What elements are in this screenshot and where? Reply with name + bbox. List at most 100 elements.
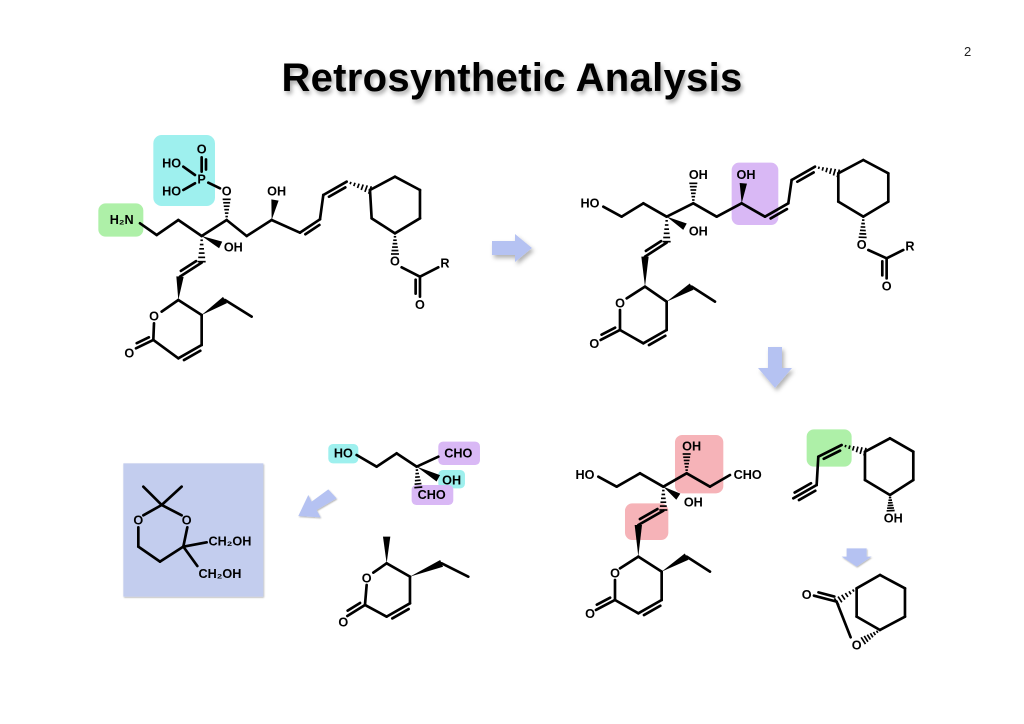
hash-bond — [863, 635, 869, 643]
atom-label: O — [857, 238, 867, 252]
phosphate-highlight — [153, 134, 215, 206]
hash-bond — [828, 168, 833, 175]
single-bond — [151, 321, 156, 342]
double-bond — [176, 343, 203, 360]
atom-label: O — [390, 255, 400, 269]
single-bond — [160, 485, 183, 507]
atom-label: HO — [334, 446, 353, 460]
wedge-bond — [663, 486, 681, 500]
single-bond — [371, 561, 388, 574]
single-bond — [861, 158, 890, 175]
atom-label: CH₂OH — [209, 535, 252, 549]
single-bond — [618, 555, 640, 570]
bond-line — [135, 335, 151, 345]
double-bond — [321, 180, 348, 197]
wedge-bond — [666, 283, 694, 302]
bond-line — [304, 223, 321, 236]
single-bond — [866, 248, 888, 260]
single-bond — [370, 216, 397, 235]
wedge-bond — [201, 235, 223, 249]
single-bond — [363, 583, 368, 607]
single-bond — [690, 285, 717, 303]
single-bond — [661, 471, 688, 488]
wedge-bond — [634, 524, 642, 557]
hash-bond — [414, 486, 423, 489]
bond-line — [642, 604, 662, 617]
bond-line — [595, 596, 612, 606]
double-bond — [816, 443, 843, 458]
atom-label: HO — [162, 185, 181, 199]
atom-label: O — [882, 280, 892, 294]
bond-line — [795, 171, 815, 184]
single-bond — [665, 201, 695, 218]
bonds — [599, 158, 905, 347]
single-bond — [618, 328, 645, 345]
single-bond — [636, 555, 663, 573]
single-bond — [160, 503, 183, 517]
bond-line — [644, 239, 663, 253]
wedge-bond — [416, 466, 441, 482]
aldehyde-highlight — [411, 484, 454, 505]
single-bond — [691, 201, 718, 218]
single-bond — [181, 545, 199, 568]
acetonide-reagent-box — [123, 463, 264, 597]
single-bond — [181, 181, 197, 192]
single-bond — [141, 503, 163, 517]
atom-label: OH — [684, 496, 703, 510]
hash-bond — [364, 185, 369, 193]
atom-label: R — [440, 256, 449, 270]
hash-bond — [855, 446, 859, 453]
single-bond — [368, 175, 397, 192]
atom-label: P — [197, 172, 206, 186]
double-bond — [636, 509, 665, 527]
hash-bond — [872, 631, 877, 636]
bond-line — [647, 334, 667, 347]
single-bond — [136, 545, 162, 563]
retro-arrow-down-small — [841, 548, 872, 567]
single-bond — [138, 221, 158, 237]
bond-line — [600, 326, 617, 336]
hash-bond — [851, 589, 855, 593]
single-bond — [245, 218, 273, 238]
wedge-bond — [409, 559, 444, 577]
double-bond — [298, 217, 322, 234]
single-bond — [181, 540, 208, 548]
slide-title: Retrosynthetic Analysis — [281, 56, 743, 100]
atom-label: HO — [576, 468, 595, 482]
allylic-alcohol-highlight — [731, 162, 779, 225]
hash-bond — [837, 596, 843, 603]
single-bond — [888, 478, 915, 497]
hash-bond — [844, 444, 847, 448]
hash-bond — [841, 594, 846, 601]
single-bond — [155, 218, 180, 237]
single-bond — [625, 285, 647, 300]
wedge-bond — [176, 276, 184, 300]
bonds — [594, 436, 915, 645]
wedge-bond — [666, 216, 687, 230]
single-bond — [393, 216, 422, 235]
double-bond — [345, 603, 367, 618]
single-bond — [708, 473, 732, 488]
double-bond — [599, 328, 622, 342]
atom-label: O — [415, 298, 425, 312]
atom-label: R — [905, 240, 914, 254]
single-bond — [393, 175, 422, 192]
atom-label: O — [852, 639, 862, 653]
hash-bond — [832, 168, 837, 176]
single-bond — [643, 285, 668, 303]
single-bond — [223, 298, 253, 318]
single-bond — [740, 201, 767, 218]
single-bond — [685, 555, 712, 573]
single-bond — [181, 165, 197, 177]
hash-bond — [349, 181, 352, 185]
hash-bond — [866, 634, 872, 640]
single-bond — [836, 200, 865, 218]
aldehyde-fragment-group: HO OH CHO OH O O OH O O — [576, 429, 915, 653]
double-bond — [178, 261, 203, 278]
retro-arrow-right — [492, 234, 532, 262]
atom-label: OH — [224, 240, 243, 254]
single-bond — [318, 193, 325, 221]
single-bond — [715, 201, 743, 218]
hydroxyl-highlight — [328, 443, 359, 464]
